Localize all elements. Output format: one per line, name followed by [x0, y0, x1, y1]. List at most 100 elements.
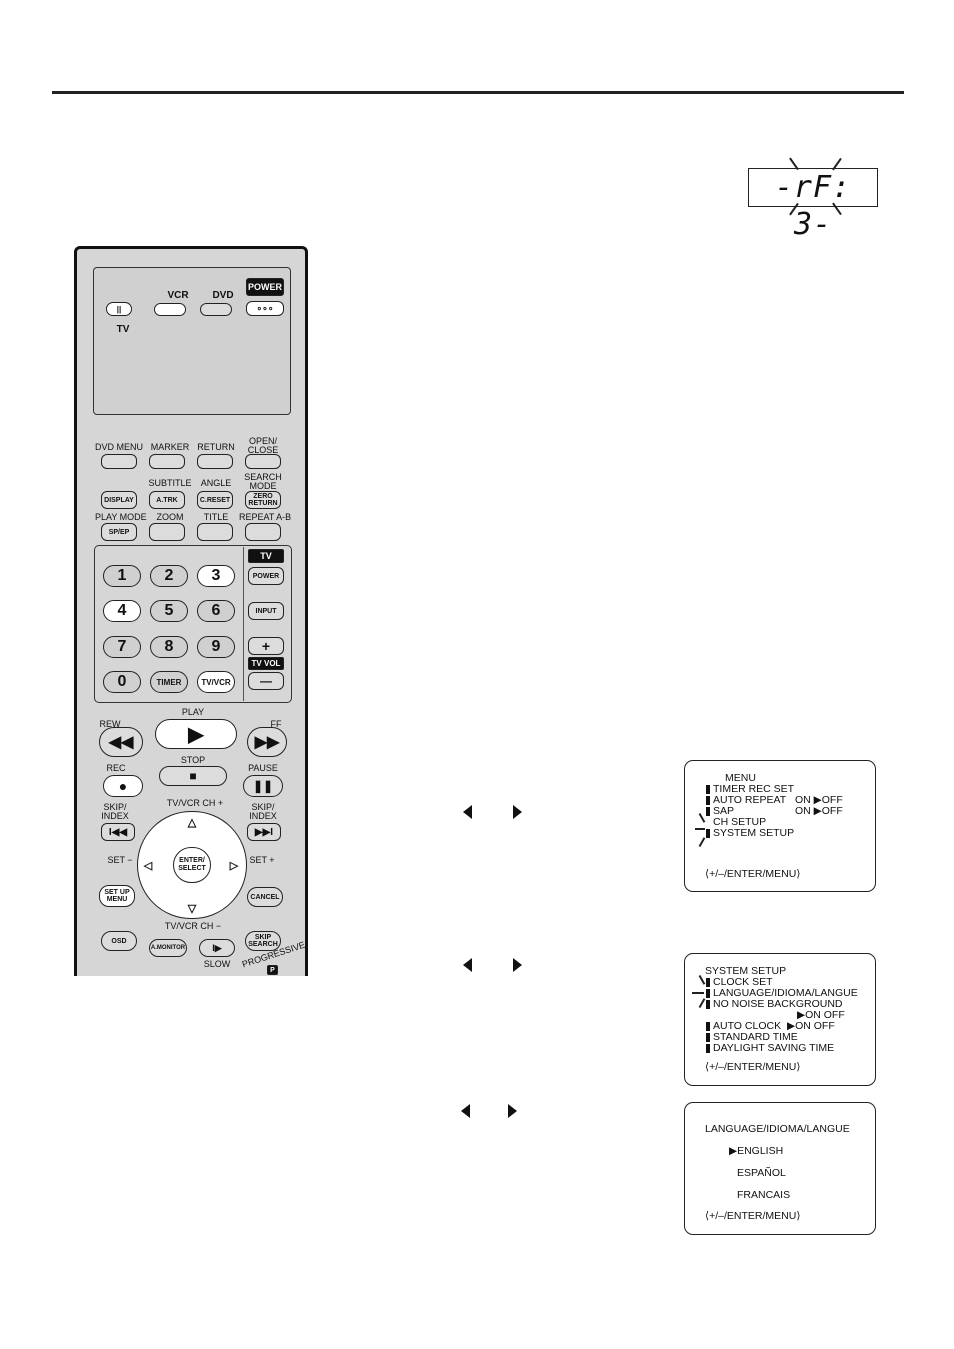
repeat-ab-label: REPEAT A-B: [239, 512, 292, 522]
down-arrow-button[interactable]: ▽: [187, 902, 197, 915]
menu-item: AUTO REPEAT: [713, 794, 787, 806]
menu-bullet: [706, 1000, 710, 1009]
timer-button[interactable]: TIMER: [150, 671, 188, 693]
set-minus-label: SET −: [107, 855, 133, 865]
number-6-button[interactable]: 6: [197, 600, 235, 622]
dvd-label: DVD: [212, 290, 234, 301]
rew-label: REW: [99, 719, 121, 729]
right-arrow-button[interactable]: ▷: [229, 859, 239, 872]
menu-item-selected: SYSTEM SETUP: [713, 827, 795, 839]
number-0-button[interactable]: 0: [103, 671, 141, 693]
skip-index-right-label: SKIP/ INDEX: [249, 802, 277, 821]
language-screen: LANGUAGE/IDIOMA/LANGUE ▶ENGLISH ESPAÑOL …: [684, 1102, 876, 1235]
menu-bullet: [706, 989, 710, 998]
right-arrow-icon: [508, 1104, 517, 1118]
language-option-selected: ▶ENGLISH: [729, 1145, 784, 1157]
atrk-button[interactable]: A.TRK: [149, 491, 185, 509]
language-option: ESPAÑOL: [737, 1167, 786, 1179]
rec-label: REC: [106, 763, 126, 773]
progressive-icon: P: [267, 965, 278, 975]
skip-forward-button[interactable]: ▶▶I: [247, 823, 281, 841]
skip-index-left-label: SKIP/ INDEX: [101, 802, 129, 821]
slow-button[interactable]: I▶: [199, 939, 235, 957]
display-button[interactable]: DISPLAY: [101, 491, 137, 509]
number-8-button[interactable]: 8: [150, 636, 188, 658]
left-arrow-button[interactable]: ◁: [143, 859, 153, 872]
number-5-button[interactable]: 5: [150, 600, 188, 622]
cursor-flash-icon: [695, 828, 705, 830]
number-1-button[interactable]: 1: [103, 565, 141, 587]
number-9-button[interactable]: 9: [197, 636, 235, 658]
menu-bullet: [706, 829, 710, 838]
skip-back-button[interactable]: I◀◀: [101, 823, 135, 841]
input-button[interactable]: INPUT: [248, 602, 284, 620]
osd-button[interactable]: OSD: [101, 931, 137, 951]
cursor-flash-icon: [692, 992, 704, 994]
power-label: POWER: [246, 278, 284, 296]
title-button[interactable]: [197, 523, 233, 541]
menu-bullet: [706, 1022, 710, 1031]
up-arrow-button[interactable]: △: [187, 816, 197, 829]
menu-bullet: [706, 1044, 710, 1053]
marker-label: MARKER: [150, 442, 190, 452]
dvd-button[interactable]: [200, 303, 232, 316]
play-button[interactable]: ▶: [155, 719, 237, 749]
zero-return-button[interactable]: ZERO RETURN: [245, 491, 281, 509]
system-setup-title: SYSTEM SETUP: [705, 965, 787, 977]
dvd-menu-button[interactable]: [101, 454, 137, 469]
language-footer: ⟨+/–/ENTER/MENU⟩: [705, 1210, 801, 1222]
angle-label: ANGLE: [200, 478, 232, 488]
record-button[interactable]: ●: [103, 775, 143, 797]
fast-forward-button[interactable]: ▶▶: [247, 727, 287, 757]
rewind-button[interactable]: ◀◀: [99, 727, 143, 757]
vcr-display-panel: -rF: 3-: [748, 168, 878, 242]
return-label: RETURN: [197, 442, 235, 452]
tv-vol-down-button[interactable]: —: [248, 672, 284, 690]
vcr-button[interactable]: [154, 303, 186, 316]
pause-button[interactable]: ❚❚: [243, 775, 283, 797]
tv-vcr-button[interactable]: TV/VCR: [197, 671, 235, 693]
enter-select-button[interactable]: ENTER/ SELECT: [173, 847, 211, 883]
cursor-flash-icon: [698, 975, 705, 985]
menu-bullet: [706, 807, 710, 816]
open-close-label: OPEN/ CLOSE: [247, 436, 279, 455]
ch-minus-label: TV/VCR CH −: [164, 921, 222, 931]
left-arrow-icon: [463, 805, 472, 819]
cancel-button[interactable]: CANCEL: [247, 887, 283, 907]
repeat-ab-button[interactable]: [245, 523, 281, 541]
title-label: TITLE: [203, 512, 229, 522]
open-close-button[interactable]: [245, 454, 281, 469]
top-rule: [52, 91, 904, 94]
number-2-button[interactable]: 2: [150, 565, 188, 587]
mode-switch[interactable]: ||: [106, 302, 132, 316]
power-button[interactable]: ∘∘∘: [246, 301, 284, 316]
skip-search-button[interactable]: SKIP SEARCH: [245, 931, 281, 951]
stop-label: STOP: [180, 755, 206, 765]
tv-power-button[interactable]: POWER: [248, 567, 284, 585]
tv-vol-up-button[interactable]: +: [248, 637, 284, 655]
no-noise-value: ▶ON OFF: [797, 1009, 845, 1021]
marker-button[interactable]: [149, 454, 185, 469]
number-7-button[interactable]: 7: [103, 636, 141, 658]
sp-ep-button[interactable]: SP/EP: [101, 523, 137, 541]
creset-button[interactable]: C.RESET: [197, 491, 233, 509]
menu-screen: MENU TIMER REC SET AUTO REPEAT ON ▶OFF S…: [684, 760, 876, 892]
zoom-button[interactable]: [149, 523, 185, 541]
stop-button[interactable]: ■: [159, 766, 227, 786]
system-setup-screen: SYSTEM SETUP CLOCK SET LANGUAGE/IDIOMA/L…: [684, 953, 876, 1086]
auto-repeat-value: ON ▶OFF: [795, 794, 843, 806]
left-arrow-icon: [461, 1104, 470, 1118]
menu-footer: ⟨+/–/ENTER/MENU⟩: [705, 868, 801, 880]
left-arrow-icon: [463, 958, 472, 972]
menu-item-selected: LANGUAGE/IDIOMA/LANGUE: [713, 987, 858, 999]
tv-control-column: [243, 547, 290, 701]
search-mode-label: SEARCH MODE: [244, 472, 282, 491]
play-label: PLAY: [181, 707, 205, 717]
return-button[interactable]: [197, 454, 233, 469]
amonitor-button[interactable]: A.MONITOR: [149, 939, 187, 957]
number-3-button[interactable]: 3: [197, 565, 235, 587]
menu-item: SAP: [713, 805, 735, 817]
cursor-flash-icon: [698, 998, 705, 1008]
setup-menu-button[interactable]: SET UP MENU: [99, 885, 135, 907]
number-4-button[interactable]: 4: [103, 600, 141, 622]
